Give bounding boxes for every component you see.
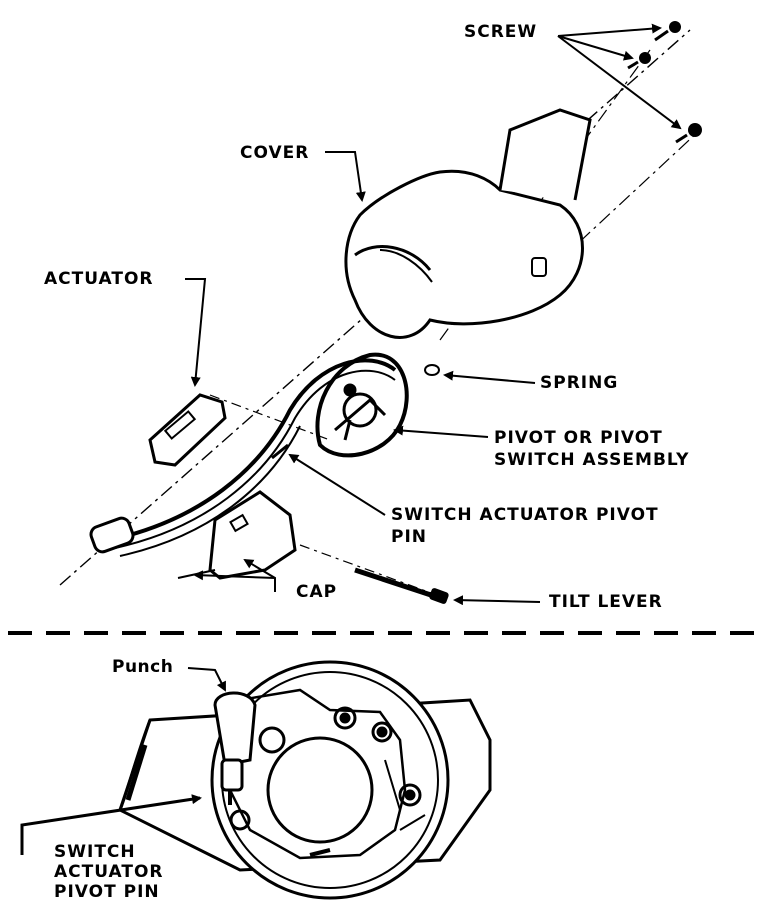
spring-leader [443,370,536,384]
pivot-label-line2: SWITCH ASSEMBLY [494,450,690,470]
pivot-pin-bottom-leader [20,794,202,855]
tilt-lever-label: TILT LEVER [549,592,663,612]
pivot-label-line1: PIVOT OR PIVOT [494,428,663,448]
actuator-leader [185,278,207,387]
screw-leader-1 [557,23,662,37]
centerline-main [59,29,691,586]
pivot-switch-assembly [315,352,409,458]
cover-shape [344,108,592,339]
column-housing-detail [118,660,492,900]
wire-harness [89,358,397,557]
spring-shape [424,364,440,376]
screw-leader-3 [557,35,682,130]
tilt-lever-leader [453,595,541,606]
screw-icon-1 [654,21,681,42]
punch-leader [187,667,226,692]
actuator-shape [148,393,227,467]
switch-pin-top-label-line2: PIN [391,527,428,547]
cap-leader-2 [193,570,276,581]
pivot-pin-top-leader [288,453,386,516]
punch-label: Punch [112,657,174,677]
centerline-lever [299,544,446,599]
cover-label: COVER [240,143,310,163]
pivot-leader [393,425,489,438]
actuator-label: ACTUATOR [44,269,154,289]
centerline-right [559,129,701,261]
switch-pin-bottom-label-line2: ACTUATOR [54,862,164,882]
switch-pin-bottom-label-line3: PIVOT PIN [54,882,160,902]
screw-label: SCREW [464,22,538,42]
cap-shape [177,490,297,580]
tilt-lever-shape [354,567,449,604]
screw-leader-2 [557,35,634,61]
cover-leader [325,151,366,202]
spring-label: SPRING [540,373,619,393]
centerline-actuator [209,394,331,441]
cap-label: CAP [296,582,338,602]
switch-pin-top-label-line1: SWITCH ACTUATOR PIVOT [391,505,659,525]
screw-icon-2 [627,52,651,70]
screw-icon-3 [675,123,702,144]
switch-pin-bottom-label-line1: SWITCH [54,842,136,862]
punch-tool [213,691,257,805]
pivot-pin-top [271,443,289,460]
